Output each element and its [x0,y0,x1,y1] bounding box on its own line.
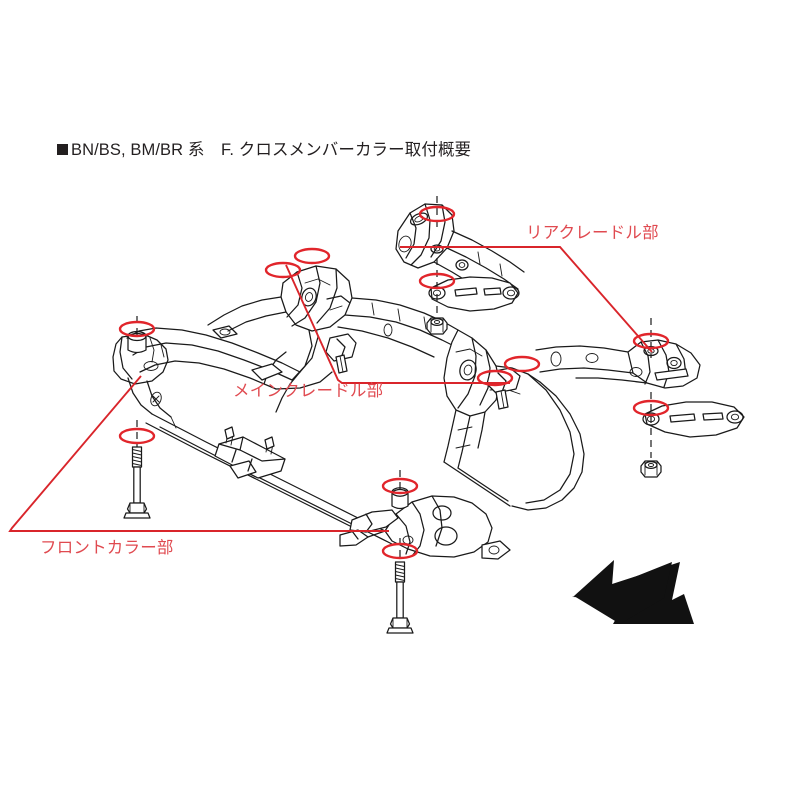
leader-main-cradle [285,264,510,384]
lower-right-rail [443,373,585,511]
collar-marker-ellipses [118,205,670,560]
leader-front-collar [8,375,389,532]
label-main-cradle: メインクレードル部 [233,381,383,400]
marker-front-center-upper [381,477,419,495]
callout-leader-lines [8,246,653,532]
front-left-bolt [123,446,151,519]
front-center-bolt [386,561,414,634]
main-cradle-right [443,329,541,469]
main-cradle-center [251,265,459,390]
label-front-collar: フロントカラー部 [40,538,174,557]
page-title-group: BN/BS, BM/BR 系 F. クロスメンバーカラー取付概要 [57,140,471,159]
rear-cradle-right-link-arm [642,401,745,438]
page-title: BN/BS, BM/BR 系 F. クロスメンバーカラー取付概要 [71,140,471,159]
marker-front-center-lower [381,542,419,560]
marker-main-right-a [503,355,541,373]
marker-rear-left-upper [418,205,456,223]
title-bullet-icon [57,144,68,155]
frame-connecting-rails [207,296,301,413]
marker-main-upper-a [293,247,331,265]
front-crossmember-center [339,487,511,560]
marker-main-upper-b [264,261,302,279]
marker-main-right-b [476,369,514,387]
rear-right-nut [640,460,662,478]
marker-rear-right-lower [632,399,670,417]
orientation-arrow [572,560,694,624]
marker-rear-left-lower [418,272,456,290]
marker-rear-right-upper [632,332,670,350]
rear-left-nut [426,317,448,335]
marker-front-left-upper [118,320,156,338]
marker-front-left-lower [118,427,156,445]
rear-cradle-left-link-arm [428,276,520,312]
label-rear-cradle: リアクレードル部 [526,223,659,242]
subframe-assembly-drawing [112,203,745,560]
front-left-rail [112,325,301,418]
